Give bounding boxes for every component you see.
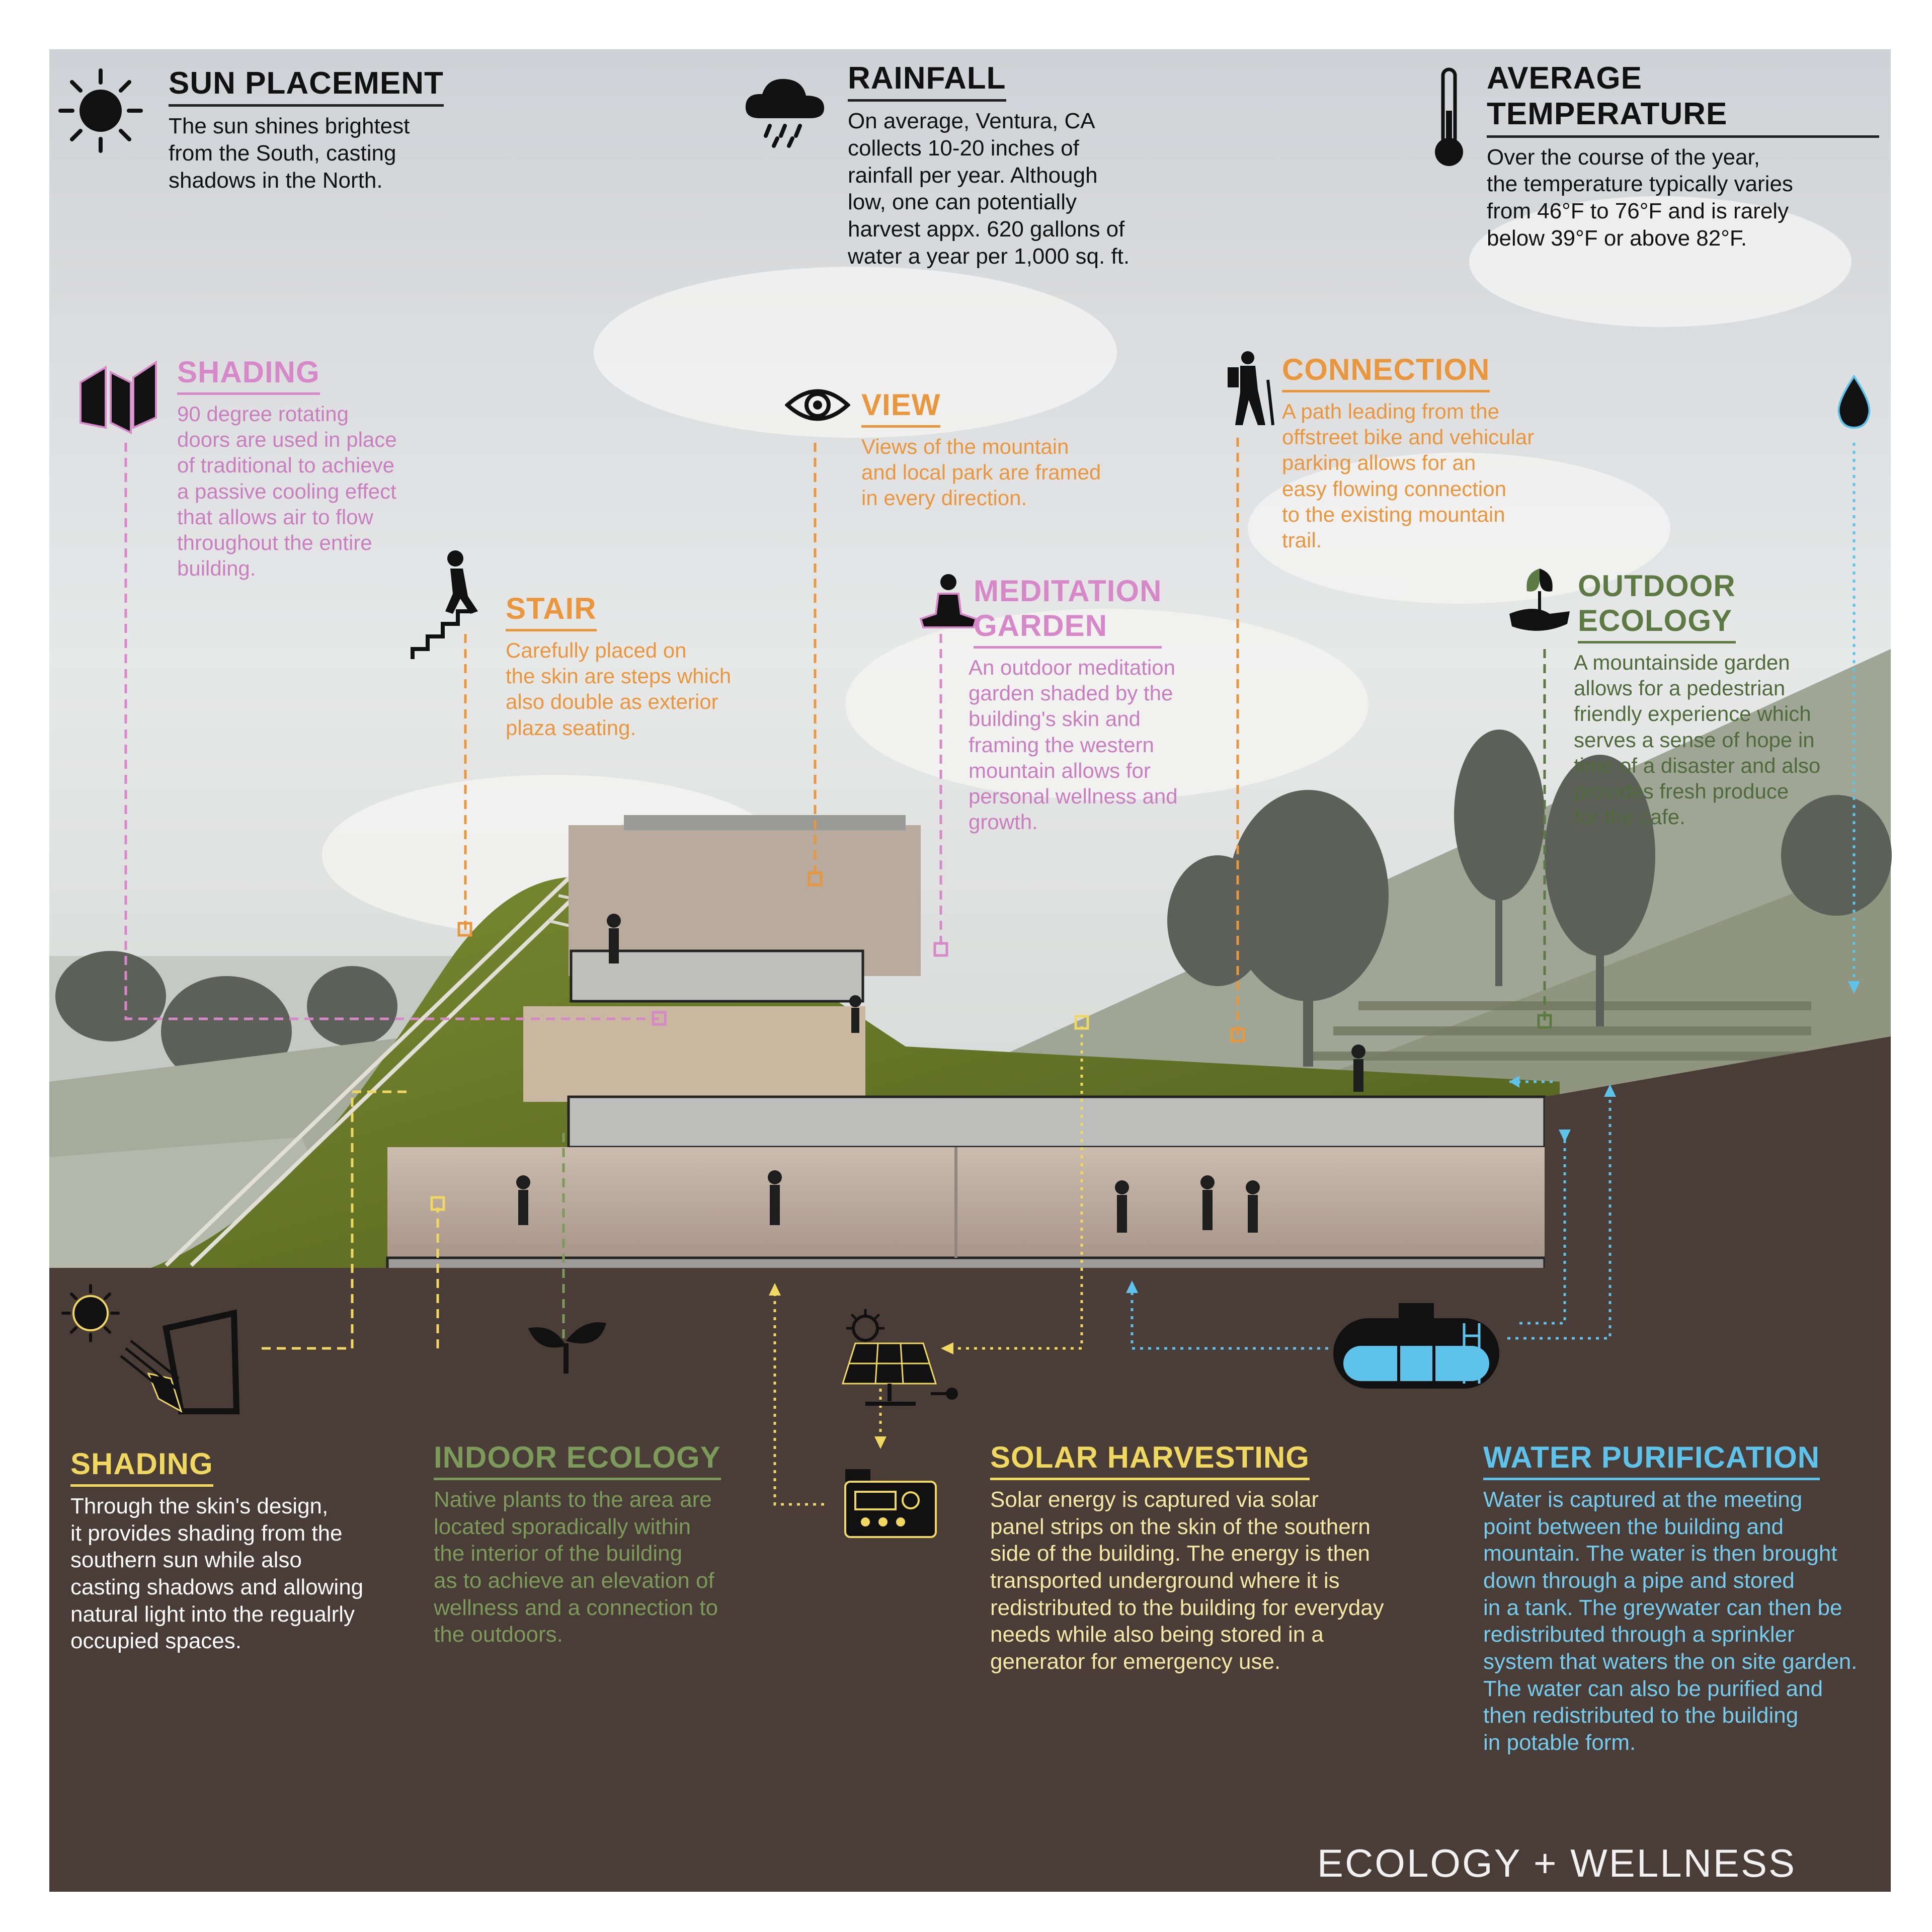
sun-shade-icon — [61, 1284, 240, 1414]
solar-panel-icon — [841, 1309, 958, 1406]
arrowheads — [769, 981, 1860, 1449]
solar-harvesting-title: SOLAR HARVESTING — [990, 1440, 1310, 1480]
hiker-icon — [1228, 351, 1274, 426]
water-purification-title: WATER PURIFICATION — [1483, 1440, 1820, 1480]
sun-placement-title: SUN PLACEMENT — [169, 65, 444, 107]
trees — [55, 730, 1892, 1087]
people — [516, 914, 1365, 1233]
rain-cloud-icon — [745, 78, 824, 148]
indoor-ecology-title: INDOOR ECOLOGY — [434, 1440, 721, 1480]
water-tank-icon — [1333, 1303, 1499, 1389]
garden-rows — [1308, 1001, 1811, 1061]
water-purification-block: WATER PURIFICATION Water is captured at … — [1483, 1440, 1886, 1756]
average-temperature-block: AVERAGE TEMPERATURE Over the course of t… — [1487, 60, 1879, 252]
average-temperature-title: AVERAGE TEMPERATURE — [1487, 60, 1879, 138]
climber-stair-icon — [411, 550, 478, 659]
stair-title: STAIR — [506, 591, 597, 631]
shading-lower-block: SHADING Through the skin's design,it pro… — [70, 1446, 413, 1655]
thermometer-icon — [1435, 67, 1463, 166]
connection-title: CONNECTION — [1282, 352, 1490, 392]
shading-lower-title: SHADING — [70, 1446, 213, 1487]
sun-icon — [58, 68, 143, 153]
clouds — [322, 196, 1852, 936]
soil — [49, 1268, 1891, 1892]
view-title: VIEW — [861, 387, 941, 428]
ground-floor — [387, 1147, 1545, 1258]
shading-upper-title: SHADING — [177, 355, 320, 395]
leader-lines — [124, 438, 1856, 1506]
rainfall-title: RAINFALL — [848, 60, 1006, 102]
rotating-door-icon — [79, 360, 157, 435]
sprout-icon — [528, 1322, 606, 1374]
meditation-icon — [919, 574, 978, 628]
eye-icon — [785, 389, 850, 421]
average-temperature-text: Over the course of the year,the temperat… — [1487, 144, 1793, 251]
shading-lower-text: Through the skin's design,it provides sh… — [70, 1494, 364, 1654]
roof-slab — [567, 1095, 1546, 1149]
generator-icon — [844, 1469, 937, 1538]
indoor-ecology-block: INDOOR ECOLOGY Native plants to the area… — [434, 1440, 776, 1648]
leader-markers — [430, 871, 1552, 1211]
solar-harvesting-block: SOLAR HARVESTING Solar energy is capture… — [990, 1440, 1443, 1675]
footer-label: ECOLOGY + WELLNESS — [1317, 1841, 1796, 1885]
water-drop-icon — [1837, 374, 1871, 429]
hand-plant-icon — [1509, 569, 1570, 631]
